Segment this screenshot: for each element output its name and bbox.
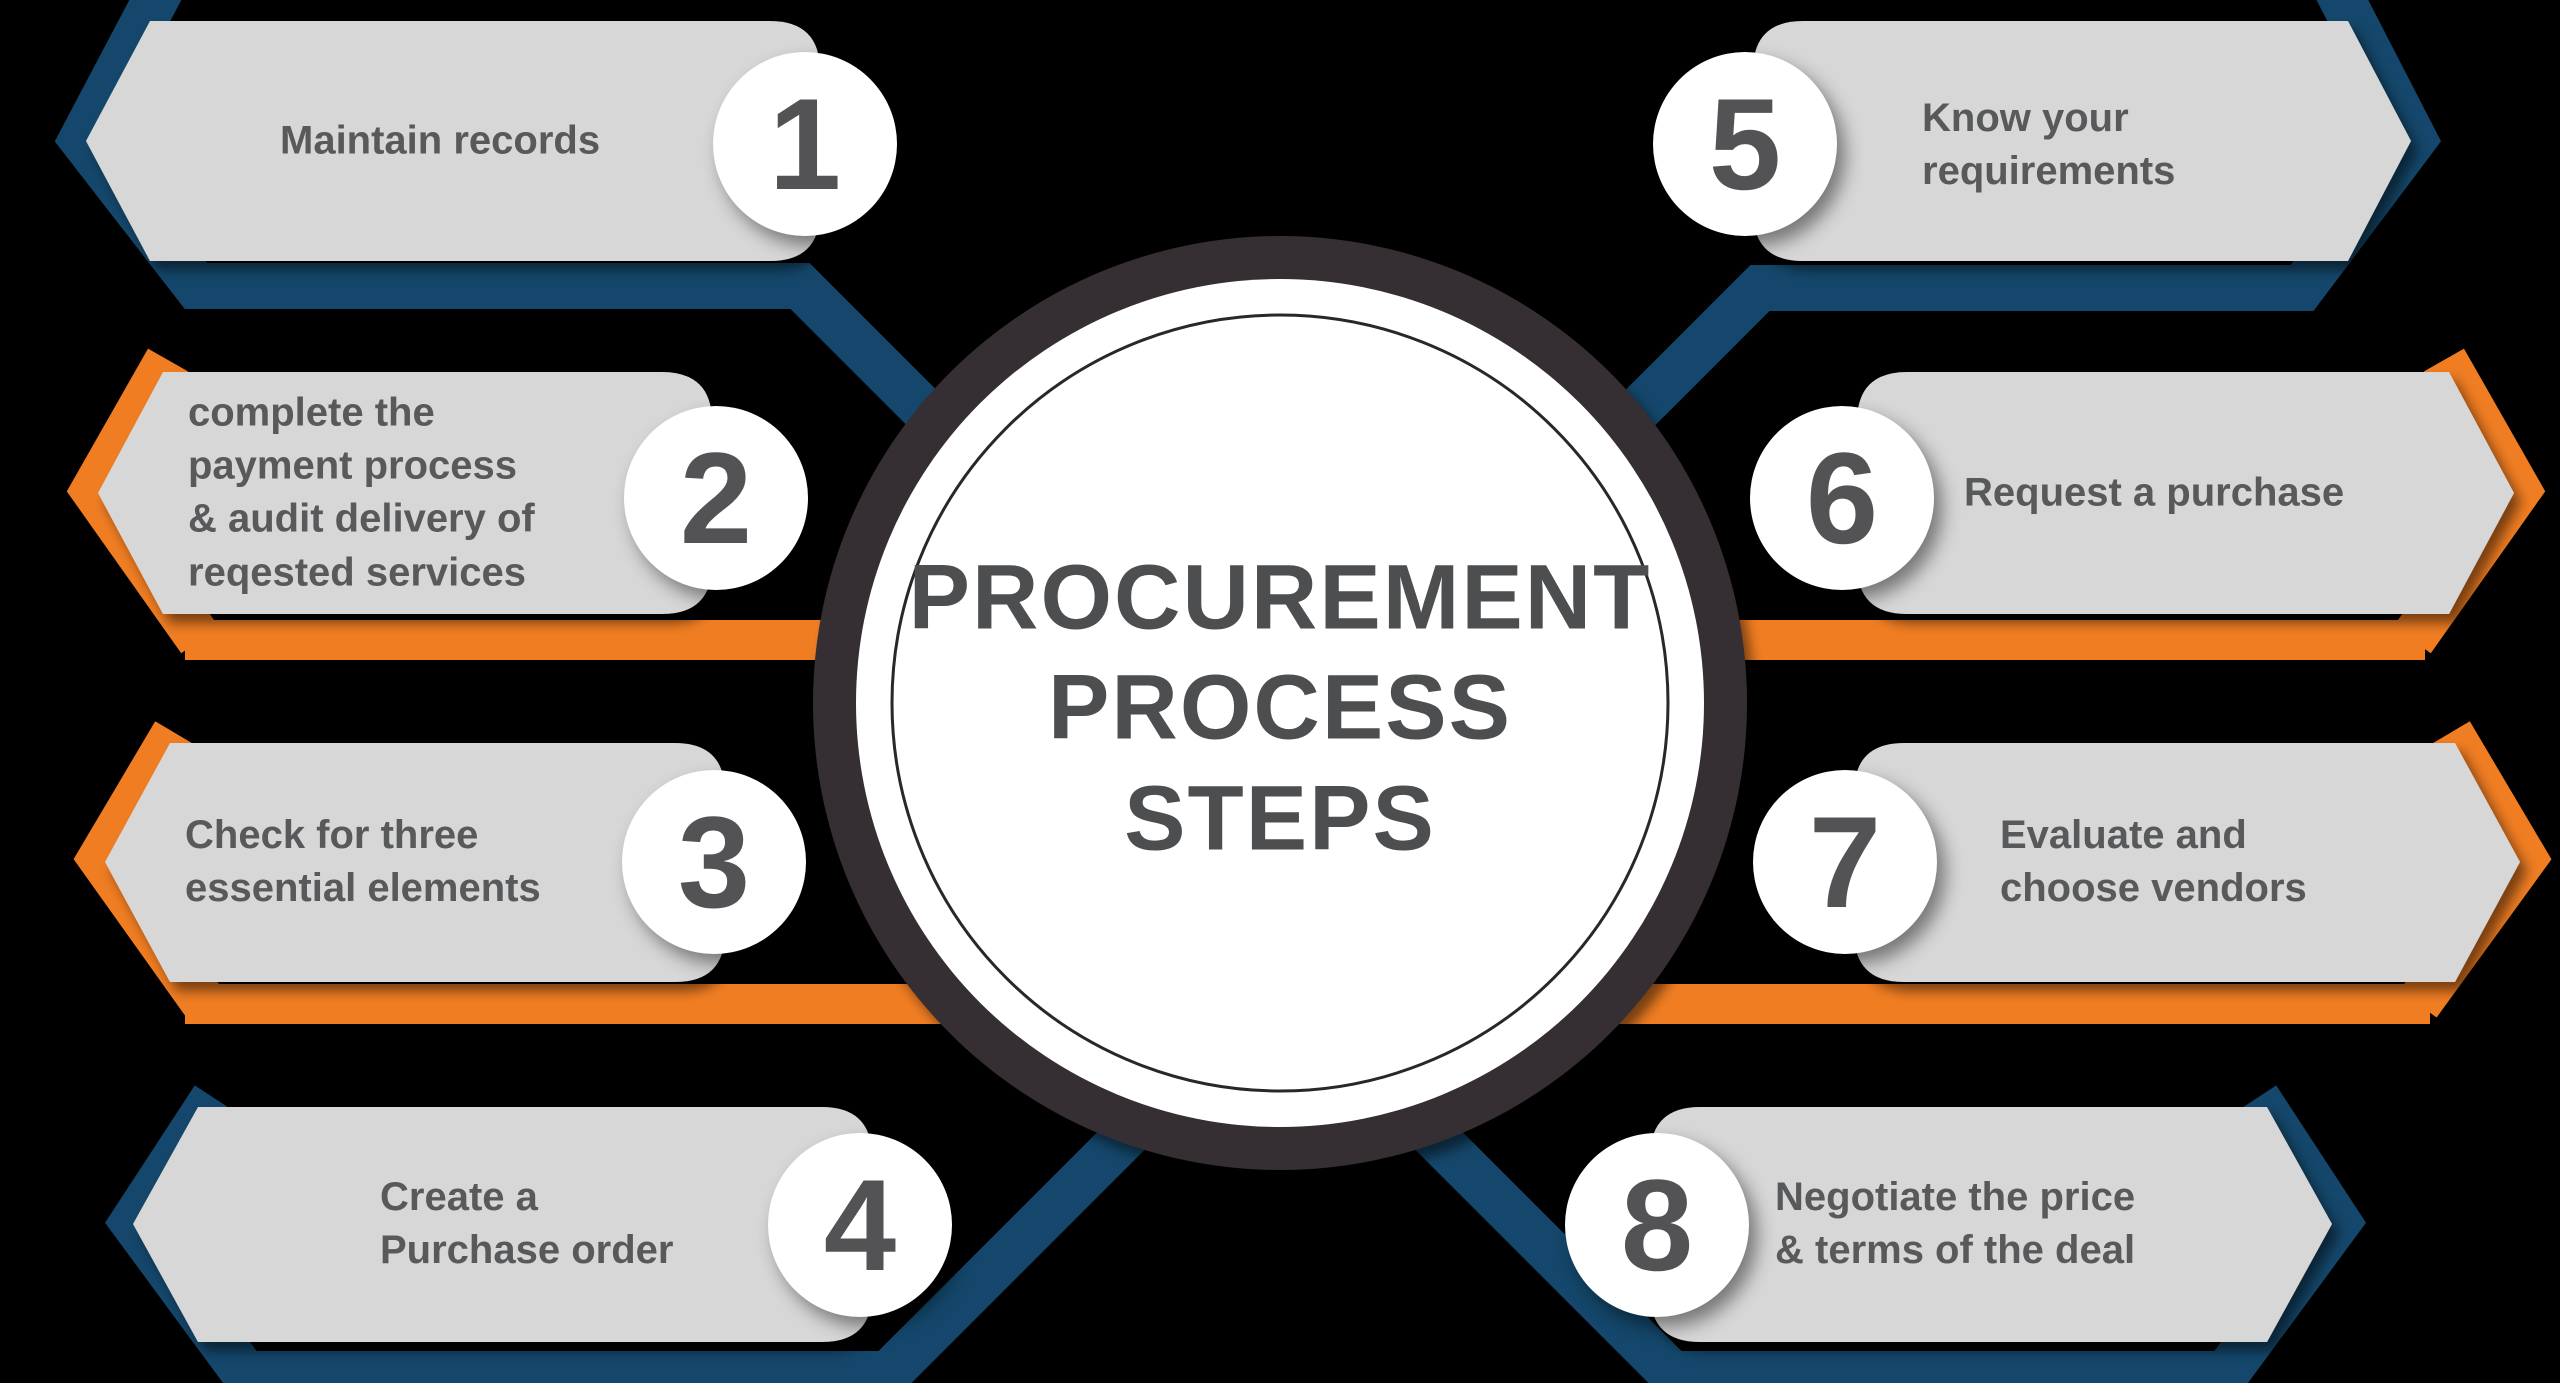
center-title-line: PROCESS — [1048, 656, 1512, 759]
ribbon-step-1 — [54, 0, 947, 433]
step-7-label-line: choose vendors — [2000, 866, 2307, 910]
step-8-number-circle: 8 — [1565, 1133, 1749, 1317]
step-5-number-circle: 5 — [1653, 52, 1837, 236]
step-8-label-line: Negotiate the price — [1775, 1174, 2136, 1219]
step-5-label-line: requirements — [1922, 149, 2176, 193]
step-3-label-line: Check for three — [185, 812, 479, 857]
step-6-number: 6 — [1805, 425, 1879, 571]
step-7-number-circle: 7 — [1753, 770, 1937, 954]
step-3-number: 3 — [677, 789, 751, 935]
step-2-label: complete the payment process & audit del… — [188, 387, 535, 600]
banner-step-7 — [1854, 743, 2520, 982]
step-6-number-circle: 6 — [1750, 406, 1934, 590]
step-7-label-line: Evaluate and — [2000, 812, 2247, 857]
step-7-label: Evaluate and choose vendors — [2000, 809, 2307, 915]
step-5-number: 5 — [1708, 71, 1782, 217]
step-2-label-line: payment process — [188, 443, 518, 488]
step-6-label: Request a purchase — [1964, 466, 2344, 519]
banner-step-8 — [1650, 1107, 2332, 1342]
ribbon-step-8 — [1405, 1085, 2366, 1383]
step-3-label-line: essential elements — [185, 866, 541, 910]
step-5-label-line: Know your — [1922, 95, 2129, 140]
step-4-number: 4 — [823, 1152, 897, 1298]
step-8-number: 8 — [1620, 1152, 1694, 1298]
step-4-label: Create a Purchase order — [380, 1171, 673, 1277]
ribbon-step-5 — [1613, 0, 2442, 435]
step-1-label-line: Maintain records — [280, 118, 601, 163]
center-title-line: STEPS — [1124, 767, 1436, 870]
step-1-label: Maintain records — [280, 114, 600, 167]
step-2-label-line: & audit delivery of — [188, 497, 535, 541]
step-5-label: Know your requirements — [1922, 92, 2175, 198]
step-2-label-line: reqested services — [188, 550, 527, 595]
banner-step-3 — [105, 743, 725, 982]
center-circle-inner-line — [890, 313, 1670, 1093]
banner-step-5 — [1753, 21, 2411, 261]
banner-step-6 — [1857, 372, 2514, 614]
step-1-number: 1 — [768, 71, 842, 217]
step-1-number-circle: 1 — [713, 52, 897, 236]
step-8-label-line: & terms of the deal — [1775, 1228, 2136, 1272]
center-title: PROCUREMENT PROCESS STEPS — [909, 542, 1652, 873]
banner-step-4 — [133, 1107, 872, 1342]
step-2-number-circle: 2 — [624, 406, 808, 590]
step-3-label: Check for three essential elements — [185, 809, 541, 915]
step-4-number-circle: 4 — [768, 1133, 952, 1317]
step-2-label-line: complete the — [188, 390, 435, 435]
step-4-label-line: Purchase order — [380, 1228, 674, 1272]
step-2-number: 2 — [679, 425, 753, 571]
center-title-line: PROCUREMENT — [908, 546, 1652, 649]
step-7-number: 7 — [1808, 789, 1882, 935]
step-6-label-line: Request a purchase — [1964, 470, 2345, 515]
step-3-number-circle: 3 — [622, 770, 806, 954]
center-circle-face — [856, 279, 1704, 1127]
banner-step-1 — [86, 21, 820, 261]
step-4-label-line: Create a — [380, 1174, 538, 1219]
banner-step-2 — [98, 372, 712, 614]
step-8-label: Negotiate the price & terms of the deal — [1775, 1171, 2135, 1277]
